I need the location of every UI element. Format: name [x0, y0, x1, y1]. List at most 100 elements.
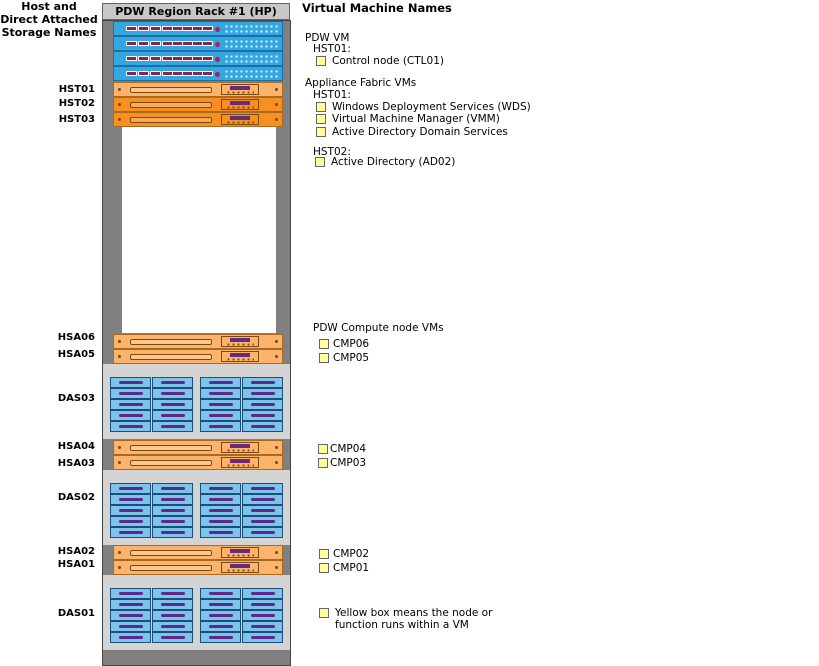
storage-das03	[103, 364, 290, 439]
vm-indicator-box	[315, 157, 325, 167]
vm-indicator-box	[318, 458, 328, 468]
disk-drive	[200, 388, 241, 399]
disk-drive	[200, 410, 241, 421]
disk-drive	[200, 632, 241, 643]
vm-indicator-box	[316, 56, 326, 66]
control-server-unit	[113, 21, 283, 36]
server-hsa04	[113, 440, 283, 455]
disk-drive	[200, 588, 241, 599]
label-das01: DAS01	[57, 608, 95, 619]
disk-drive	[110, 505, 151, 516]
heading-compute-vms: PDW Compute node VMs	[313, 322, 444, 334]
disk-drive	[242, 505, 283, 516]
disk-drive	[152, 410, 193, 421]
storage-das02	[103, 470, 290, 545]
disk-drive	[110, 421, 151, 432]
disk-drive	[110, 527, 151, 538]
vm-indicator-box	[318, 444, 328, 454]
disk-drive	[242, 527, 283, 538]
disk-drive	[242, 410, 283, 421]
vm-indicator-box	[316, 114, 326, 124]
disk-drive	[200, 621, 241, 632]
disk-drive	[200, 516, 241, 527]
label-hsa02: HSA02	[57, 546, 95, 557]
label-hsa01: HSA01	[57, 559, 95, 570]
disk-drive	[242, 388, 283, 399]
control-server-unit	[113, 36, 283, 51]
disk-drive	[152, 621, 193, 632]
disk-drive	[152, 588, 193, 599]
vm-indicator-box	[319, 339, 329, 349]
storage-das01	[103, 575, 290, 650]
disk-drive	[242, 632, 283, 643]
vm-wds: Windows Deployment Services (WDS)	[316, 101, 531, 113]
legend-text: Yellow box means the node or function ru…	[335, 607, 493, 631]
disk-drive	[152, 388, 193, 399]
heading-hst01-fabric: HST01:	[313, 89, 351, 101]
disk-drive	[242, 516, 283, 527]
vm-indicator-box	[316, 102, 326, 112]
disk-drive	[110, 610, 151, 621]
disk-drive	[110, 516, 151, 527]
disk-drive	[152, 421, 193, 432]
label-das02: DAS02	[57, 492, 95, 503]
disk-drive	[242, 421, 283, 432]
disk-drive	[152, 632, 193, 643]
heading-hst02: HST02:	[313, 146, 351, 158]
disk-drive	[110, 410, 151, 421]
disk-drive	[200, 610, 241, 621]
disk-drive	[242, 483, 283, 494]
disk-drive	[242, 399, 283, 410]
server-hsa06	[113, 334, 283, 349]
disk-drive	[152, 505, 193, 516]
vm-indicator-box	[319, 549, 329, 559]
vm-cmp04: CMP04	[318, 443, 366, 455]
disk-drive	[200, 505, 241, 516]
disk-drive	[152, 377, 193, 388]
right-column-header: Virtual Machine Names	[302, 1, 452, 15]
control-server-unit	[113, 66, 283, 81]
vm-indicator-box	[319, 353, 329, 363]
vm-cmp06: CMP06	[319, 338, 369, 350]
disk-drive	[242, 588, 283, 599]
disk-drive	[110, 483, 151, 494]
disk-drive	[110, 388, 151, 399]
disk-drive	[152, 599, 193, 610]
disk-drive	[110, 632, 151, 643]
vm-cmp01: CMP01	[319, 562, 369, 574]
heading-fabric-vms: Appliance Fabric VMs	[305, 77, 417, 89]
server-hsa02	[113, 545, 283, 560]
server-hst03	[113, 112, 283, 127]
heading-hst01-control: HST01:	[313, 43, 351, 55]
disk-drive	[200, 421, 241, 432]
disk-drive	[200, 483, 241, 494]
vm-cmp05: CMP05	[319, 352, 369, 364]
server-hsa05	[113, 349, 283, 364]
server-hst01	[113, 82, 283, 97]
label-das03: DAS03	[57, 393, 95, 404]
disk-drive	[200, 399, 241, 410]
vm-indicator-box	[316, 127, 326, 137]
disk-drive	[152, 516, 193, 527]
disk-drive	[152, 399, 193, 410]
disk-drive	[152, 527, 193, 538]
label-hst01: HST01	[58, 84, 95, 95]
disk-drive	[200, 527, 241, 538]
disk-drive	[110, 377, 151, 388]
disk-drive	[200, 599, 241, 610]
rack-title: PDW Region Rack #1 (HP)	[102, 3, 290, 20]
drive-grid	[110, 588, 286, 643]
vm-cmp02: CMP02	[319, 548, 369, 560]
label-hst02: HST02	[58, 98, 95, 109]
disk-drive	[110, 621, 151, 632]
disk-drive	[242, 494, 283, 505]
disk-drive	[110, 588, 151, 599]
server-hsa03	[113, 455, 283, 470]
vm-control-node: Control node (CTL01)	[316, 55, 444, 67]
server-hsa01	[113, 560, 283, 575]
label-hst03: HST03	[58, 114, 95, 125]
legend-yellow-box	[319, 608, 329, 618]
rack-empty-space	[122, 127, 276, 333]
label-hsa04: HSA04	[57, 441, 95, 452]
disk-drive	[152, 483, 193, 494]
